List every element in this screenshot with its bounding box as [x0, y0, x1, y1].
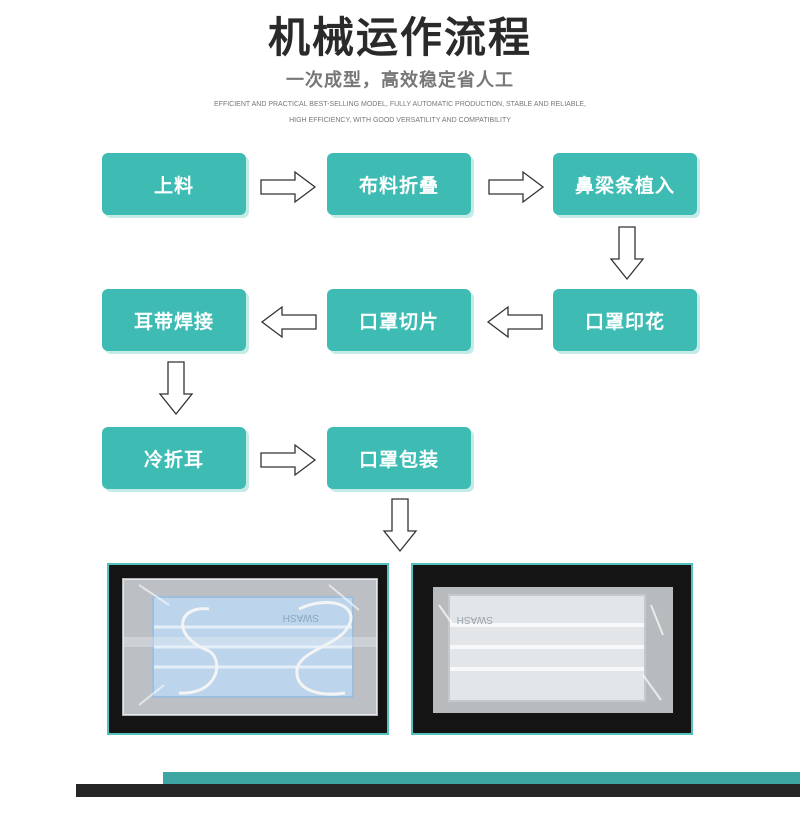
mask-print-text-left: SWASH	[283, 612, 319, 623]
page-title: 机械运作流程	[267, 13, 532, 62]
english-description-line-2: HIGH EFFICIENCY, WITH GOOD VERSATILITY A…	[289, 117, 511, 124]
arrow-right-icon	[260, 443, 317, 477]
packaged-mask-photo-left: SWASH	[107, 563, 389, 735]
mask-print-text-right: SWASH	[457, 614, 493, 625]
step-nose-wire-insertion: 鼻梁条植入	[553, 153, 697, 215]
step-mask-cutting: 口罩切片	[327, 289, 471, 351]
footer-teal-bar	[163, 772, 800, 784]
step-mask-printing: 口罩印花	[553, 289, 697, 351]
arrow-right-icon	[260, 170, 317, 204]
page-subtitle: 一次成型，高效稳定省人工	[286, 70, 514, 91]
step-fabric-folding: 布料折叠	[327, 153, 471, 215]
arrow-down-icon	[158, 361, 194, 416]
step-ear-loop-welding: 耳带焊接	[102, 289, 246, 351]
step-cold-ear-folding: 冷折耳	[102, 427, 246, 489]
arrow-left-icon	[486, 305, 543, 339]
footer-dark-bar	[76, 784, 800, 797]
step-mask-packaging: 口罩包装	[327, 427, 471, 489]
step-loading: 上料	[102, 153, 246, 215]
arrow-down-icon	[382, 498, 418, 553]
packaged-mask-photo-right: SWASH	[411, 563, 693, 735]
english-description-line-1: EFFICIENT AND PRACTICAL BEST-SELLING MOD…	[214, 101, 586, 108]
arrow-right-icon	[488, 170, 545, 204]
arrow-down-icon	[609, 226, 645, 281]
arrow-left-icon	[260, 305, 317, 339]
